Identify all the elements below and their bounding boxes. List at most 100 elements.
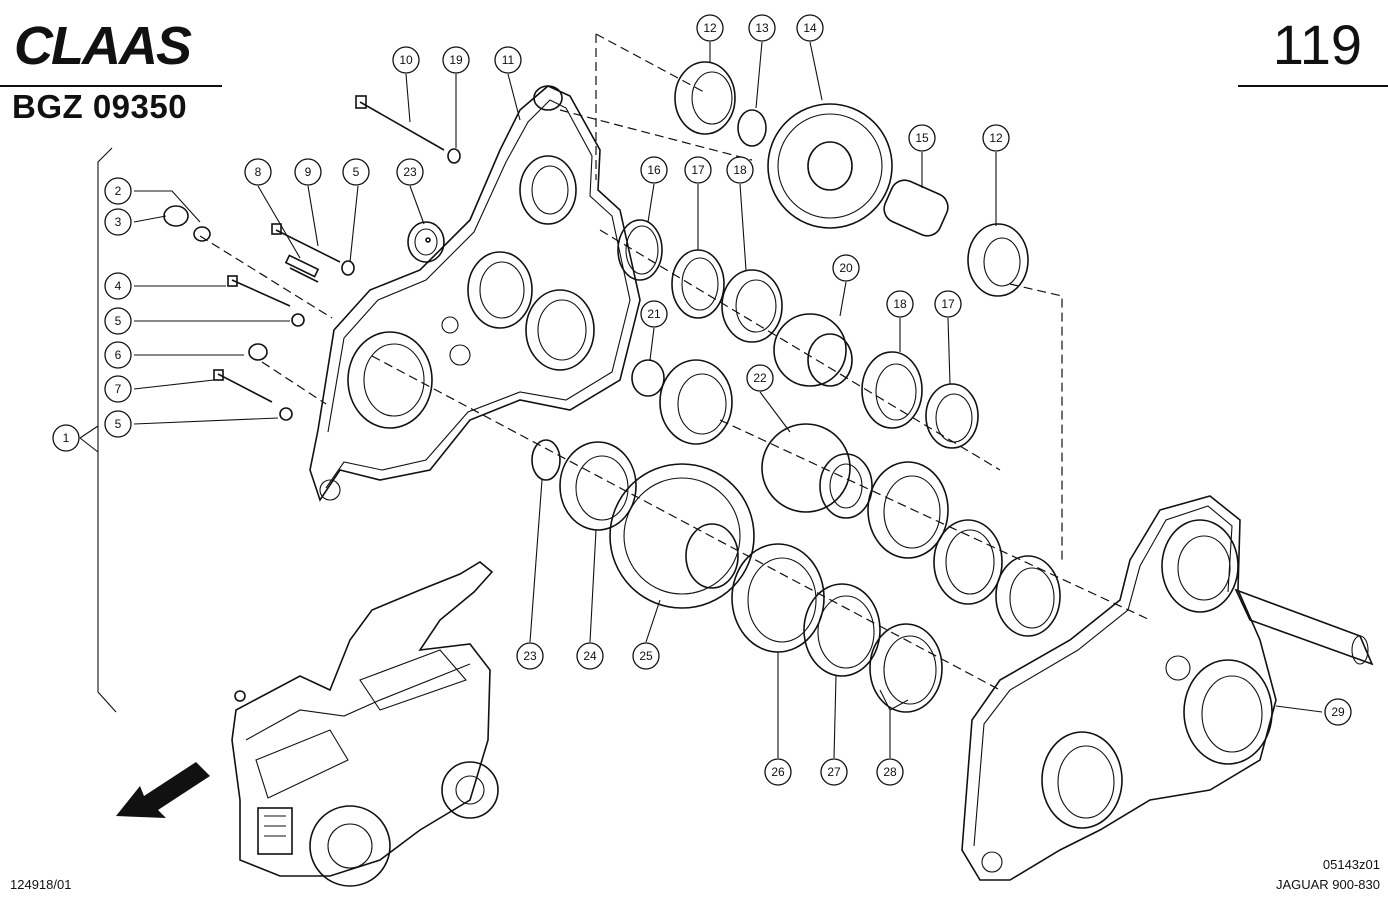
callout-label: 18 (893, 297, 907, 311)
callout-label: 4 (115, 279, 122, 293)
callout-label: 17 (941, 297, 955, 311)
callout-label: 25 (639, 649, 653, 663)
part-callout: 4 (104, 272, 132, 300)
callout-circle (886, 290, 914, 318)
part-callout: 23 (396, 158, 424, 186)
callout-label: 2 (115, 184, 122, 198)
callout-label: 8 (255, 165, 262, 179)
callout-label: 24 (583, 649, 597, 663)
callout-circle (982, 124, 1010, 152)
callout-label: 19 (449, 53, 463, 67)
callout-label: 6 (115, 348, 122, 362)
part-callout: 12 (982, 124, 1010, 152)
callout-circle (104, 341, 132, 369)
lower-gear-parts (425, 237, 1061, 713)
part-callout: 27 (820, 758, 848, 786)
callout-label: 13 (755, 21, 769, 35)
callout-label: 23 (403, 165, 417, 179)
part-callout: 5 (104, 410, 132, 438)
bolts-left (163, 95, 461, 421)
callout-label: 23 (523, 649, 537, 663)
callout-circle (104, 375, 132, 403)
callout-circle (764, 758, 792, 786)
part-callout: 19 (442, 46, 470, 74)
callout-circle (104, 272, 132, 300)
callout-label: 20 (839, 261, 853, 275)
part-callout: 3 (104, 208, 132, 236)
callout-label: 21 (647, 307, 661, 321)
callout-circle (104, 410, 132, 438)
callout-label: 1 (63, 431, 70, 445)
middle-ring-parts (617, 219, 979, 449)
callout-circle (726, 156, 754, 184)
callout-circle (832, 254, 860, 282)
part-callout: 7 (104, 375, 132, 403)
part-callout: 8 (244, 158, 272, 186)
callout-circle (104, 177, 132, 205)
callout-label: 5 (115, 314, 122, 328)
document-code: BGZ 09350 (12, 88, 188, 125)
part-callout: 18 (886, 290, 914, 318)
part-callout: 14 (796, 14, 824, 42)
part-callout: 24 (576, 642, 604, 670)
callout-label: 3 (115, 215, 122, 229)
callout-circle (516, 642, 544, 670)
callout-label: 15 (915, 131, 929, 145)
callout-circle (684, 156, 712, 184)
part-callout: 12 (696, 14, 724, 42)
page-number: 119 (1272, 13, 1362, 76)
harvester-inset-illustration (231, 561, 499, 887)
part-callout: 6 (104, 341, 132, 369)
upper-shaft-parts (674, 61, 1029, 297)
callout-label: 5 (115, 417, 122, 431)
part-callout: 5 (104, 307, 132, 335)
callout-circle (494, 46, 522, 74)
part-callout: 9 (294, 158, 322, 186)
callout-label: 9 (305, 165, 312, 179)
callout-label: 5 (353, 165, 360, 179)
part-callout: 5 (342, 158, 370, 186)
part-callout: 29 (1324, 698, 1352, 726)
callout-circle (1324, 698, 1352, 726)
front-housing-cover (309, 85, 641, 502)
callout-circle (876, 758, 904, 786)
machine-model: JAGUAR 900-830 (1275, 877, 1380, 892)
callout-label: 12 (703, 21, 717, 35)
part-callout: 10 (392, 46, 420, 74)
callout-circle (294, 158, 322, 186)
callout-circle (632, 642, 660, 670)
callout-circle (576, 642, 604, 670)
part-callout: 13 (748, 14, 776, 42)
callout-label: 12 (989, 131, 1003, 145)
part-callout: 22 (746, 364, 774, 392)
part-callout: 23 (516, 642, 544, 670)
callout-circle (52, 424, 80, 452)
callout-label: 22 (753, 371, 767, 385)
callout-circle (392, 46, 420, 74)
callout-label: 16 (647, 163, 661, 177)
callout-circle (104, 307, 132, 335)
callout-circle (442, 46, 470, 74)
figure-reference: 05143z01 (1322, 857, 1380, 872)
drawing-id: 124918/01 (10, 877, 72, 892)
callout-circle (696, 14, 724, 42)
callout-circle (244, 158, 272, 186)
part-callout: 1 (52, 424, 80, 452)
callout-circle (908, 124, 936, 152)
callout-circle (746, 364, 774, 392)
part-callout: 16 (640, 156, 668, 184)
part-callout: 18 (726, 156, 754, 184)
callout-circle (396, 158, 424, 186)
callout-label: 27 (827, 765, 841, 779)
callout-label: 26 (771, 765, 785, 779)
callout-label: 28 (883, 765, 897, 779)
part-callout: 21 (640, 300, 668, 328)
callout-label: 17 (691, 163, 705, 177)
part-callout: 11 (494, 46, 522, 74)
group-bracket (97, 147, 117, 713)
callout-label: 7 (115, 382, 122, 396)
part-callout: 2 (104, 177, 132, 205)
